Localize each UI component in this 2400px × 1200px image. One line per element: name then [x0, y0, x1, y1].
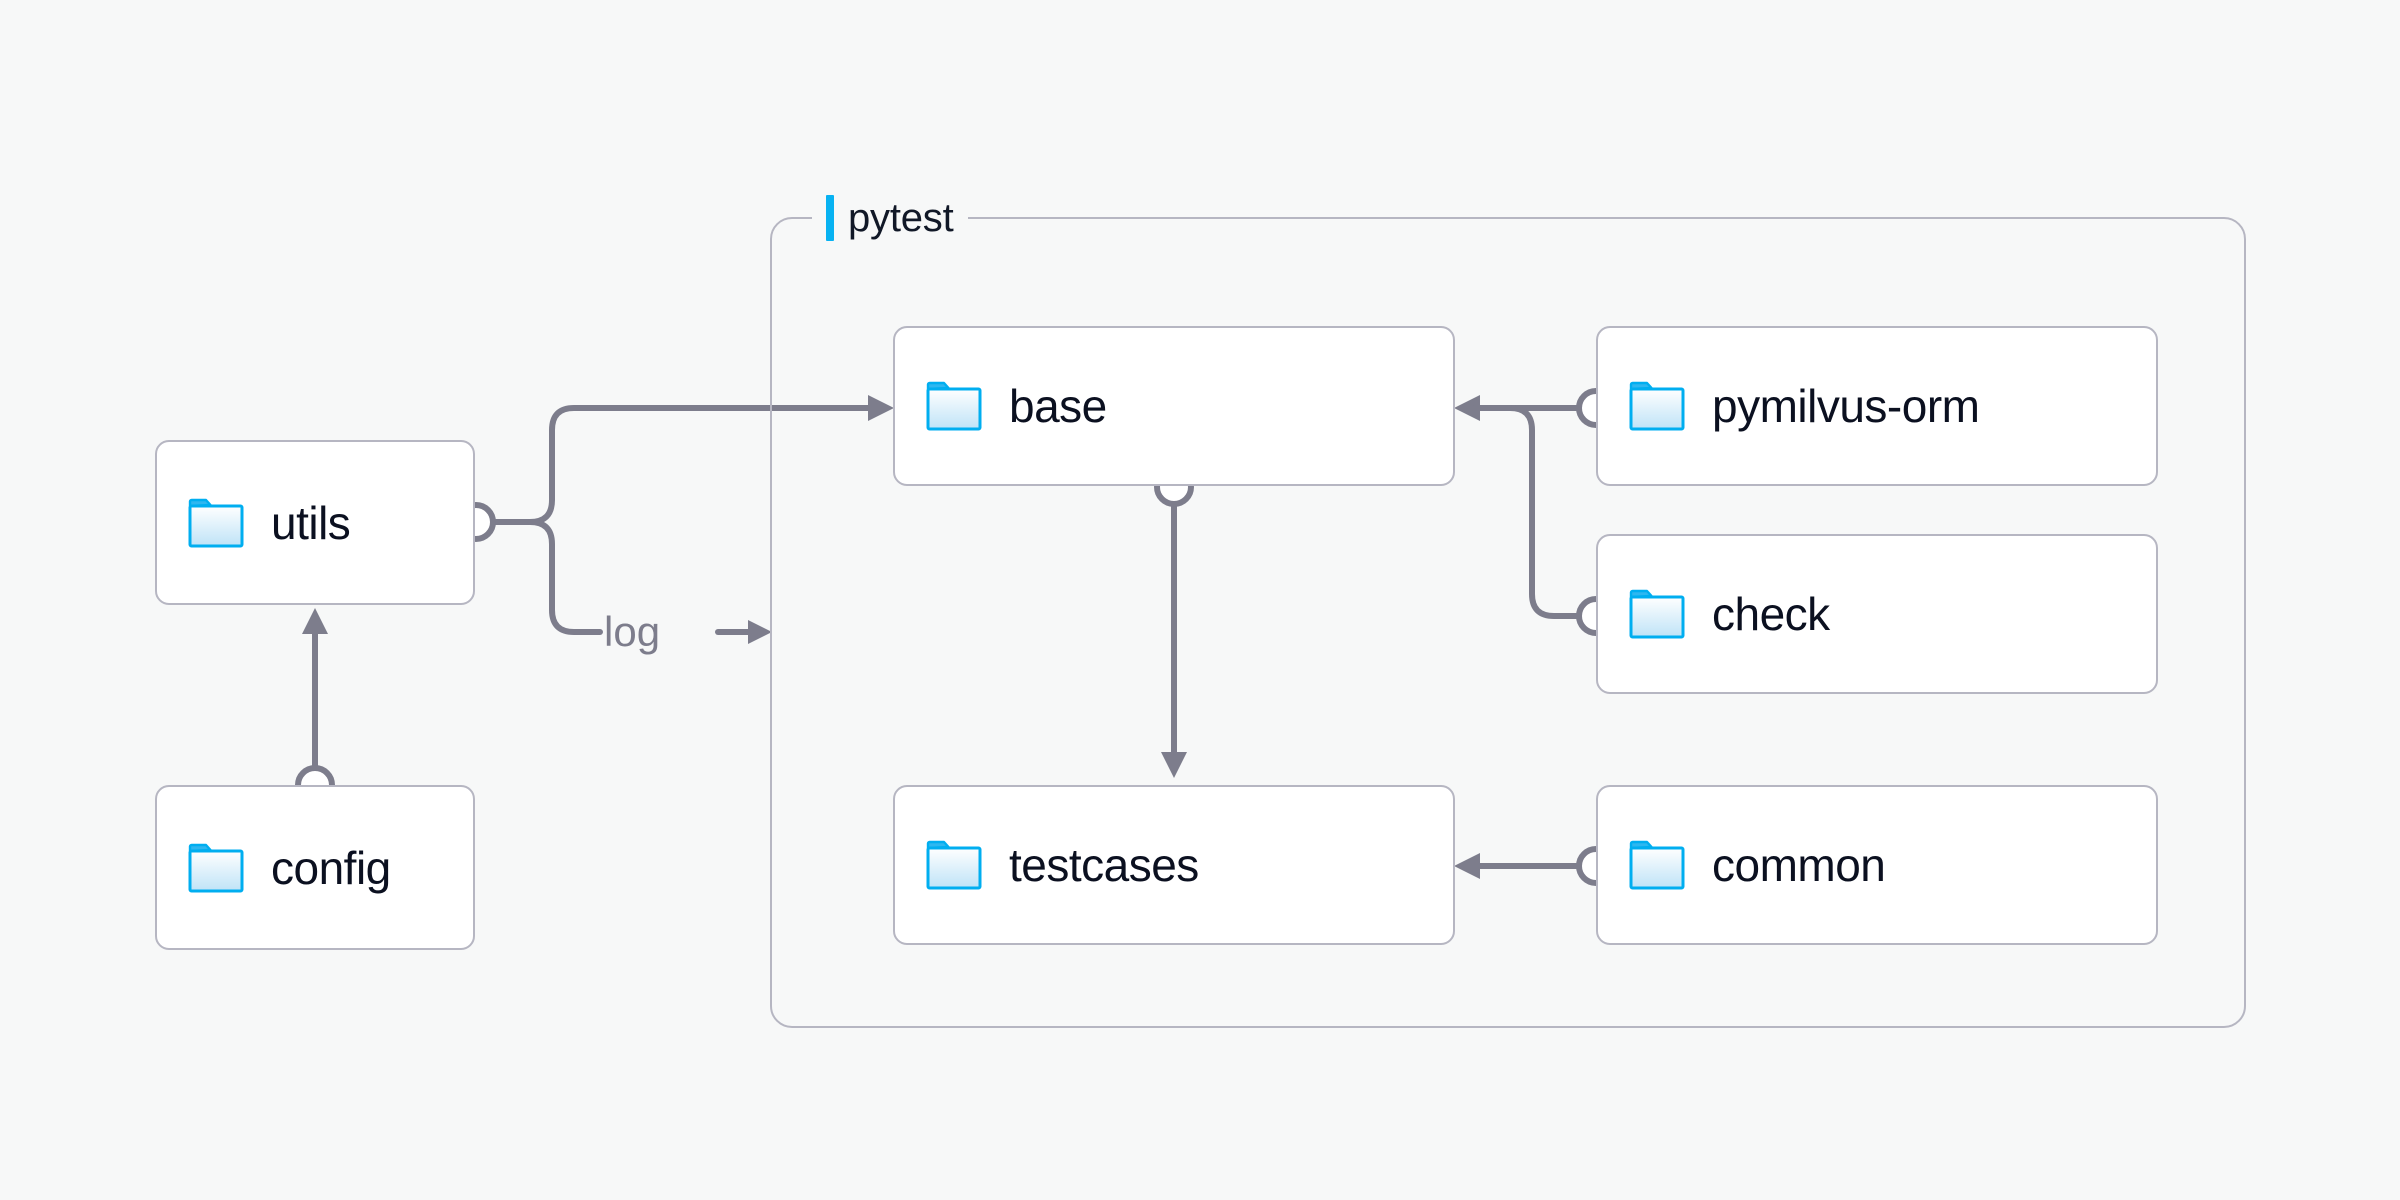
edge-label-log: log [604, 608, 661, 655]
edge-utils-to-log [527, 519, 603, 635]
node-base[interactable]: base [893, 326, 1455, 486]
folder-icon [1629, 381, 1685, 431]
edge-log-arrow-head [748, 620, 772, 644]
pytest-group-label: pytest [812, 192, 968, 244]
node-label: base [1009, 380, 1107, 432]
node-check[interactable]: check [1596, 534, 2158, 694]
folder-icon [926, 381, 982, 431]
node-common[interactable]: common [1596, 785, 2158, 945]
folder-icon [188, 498, 244, 547]
node-label: testcases [1009, 839, 1199, 891]
node-label: common [1712, 839, 1886, 891]
node-pymilvus-orm[interactable]: pymilvus-orm [1596, 326, 2158, 486]
node-testcases[interactable]: testcases [893, 785, 1455, 945]
node-utils[interactable]: utils [155, 440, 475, 605]
node-label: utils [271, 496, 351, 549]
folder-icon [188, 843, 244, 892]
folder-icon [1629, 589, 1685, 639]
folder-icon [926, 840, 982, 890]
accent-bar-icon [826, 195, 834, 241]
folder-icon [1629, 840, 1685, 890]
node-label: check [1712, 588, 1830, 640]
node-config[interactable]: config [155, 785, 475, 950]
group-title: pytest [848, 196, 954, 240]
node-label: config [271, 841, 391, 894]
edge-config-to-utils-head [302, 608, 328, 634]
node-label: pymilvus-orm [1712, 380, 1980, 432]
pytest-group-container [770, 217, 2246, 1028]
